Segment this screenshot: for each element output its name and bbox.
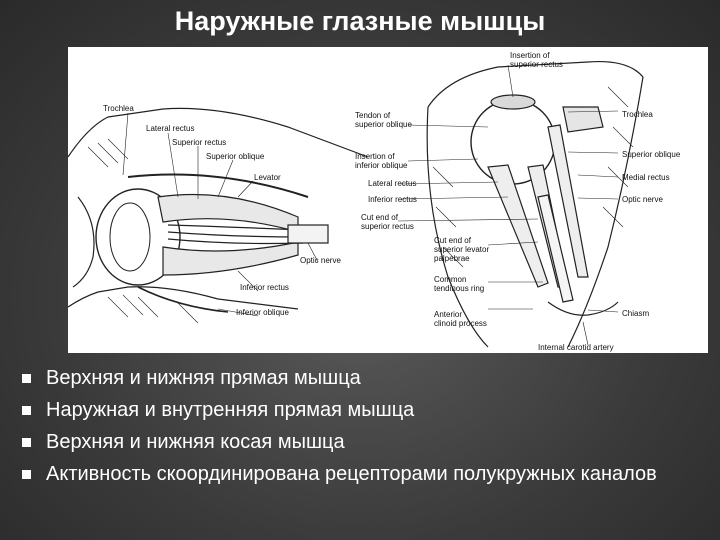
label-lateral-rectus-left: Lateral rectus <box>146 124 194 133</box>
eye-muscles-illustration: Trochlea Lateral rectus Superior rectus … <box>68 47 708 353</box>
bullet-item: Активность скоординирована рецепторами п… <box>20 462 710 486</box>
label-cut-end-superior-rectus-2: superior rectus <box>361 222 414 231</box>
label-insertion-superior-rectus-2: superior rectus <box>510 60 563 69</box>
label-inferior-rectus-right: Inferior rectus <box>368 195 417 204</box>
square-bullet-icon <box>22 374 31 383</box>
bullet-text: Верхняя и нижняя прямая мышца <box>46 367 361 389</box>
label-internal-carotid: Internal carotid artery <box>538 343 614 352</box>
label-superior-oblique-left: Superior oblique <box>206 152 265 161</box>
label-inferior-rectus-left: Inferior rectus <box>240 283 289 292</box>
bullet-item: Верхняя и нижняя прямая мышца <box>20 366 710 390</box>
label-tendon-superior-oblique-2: superior oblique <box>355 120 412 129</box>
bullet-text: Наружная и внутренняя прямая мышца <box>46 399 415 421</box>
label-inferior-oblique-left: Inferior oblique <box>236 308 289 317</box>
bullet-text: Активность скоординирована рецепторами п… <box>46 463 657 485</box>
left-orbit-drawing <box>68 107 369 324</box>
bullet-item: Наружная и внутренняя прямая мышца <box>20 398 710 422</box>
label-superior-rectus-left: Superior rectus <box>172 138 226 147</box>
label-cut-end-superior-rectus-1: Cut end of <box>361 213 399 222</box>
label-optic-nerve-left: Optic nerve <box>300 256 341 265</box>
label-chiasm: Chiasm <box>622 309 649 318</box>
bullet-list: Верхняя и нижняя прямая мышца Наружная и… <box>20 366 710 494</box>
label-trochlea-left: Trochlea <box>103 104 134 113</box>
label-medial-rectus-right: Medial rectus <box>622 173 670 182</box>
label-anterior-clinoid-2: clinoid process <box>434 319 487 328</box>
label-common-ring-2: tendinous ring <box>434 284 484 293</box>
label-tendon-superior-oblique-1: Tendon of <box>355 111 391 120</box>
label-trochlea-right: Trochlea <box>622 110 653 119</box>
label-cut-end-levator-3: palpebrae <box>434 254 470 263</box>
label-superior-oblique-right: Superior oblique <box>622 150 681 159</box>
square-bullet-icon <box>22 406 31 415</box>
anatomy-drawing: Trochlea Lateral rectus Superior rectus … <box>68 51 681 352</box>
label-insertion-inferior-oblique-1: Insertion of <box>355 152 395 161</box>
label-cut-end-levator-2: superior levator <box>434 245 489 254</box>
right-orbit-drawing <box>397 60 644 348</box>
label-anterior-clinoid-1: Anterior <box>434 310 462 319</box>
label-insertion-superior-rectus-1: Insertion of <box>510 51 550 60</box>
label-insertion-inferior-oblique-2: inferior oblique <box>355 161 408 170</box>
label-common-ring-1: Common <box>434 275 466 284</box>
bullet-item: Верхняя и нижняя косая мышца <box>20 430 710 454</box>
square-bullet-icon <box>22 470 31 479</box>
label-lateral-rectus-right: Lateral rectus <box>368 179 416 188</box>
square-bullet-icon <box>22 438 31 447</box>
label-levator-left: Levator <box>254 173 281 182</box>
bullet-text: Верхняя и нижняя косая мышца <box>46 431 345 453</box>
slide-title: Наружные глазные мышцы <box>174 6 546 36</box>
label-optic-nerve-right: Optic nerve <box>622 195 663 204</box>
label-cut-end-levator-1: Cut end of <box>434 236 472 245</box>
